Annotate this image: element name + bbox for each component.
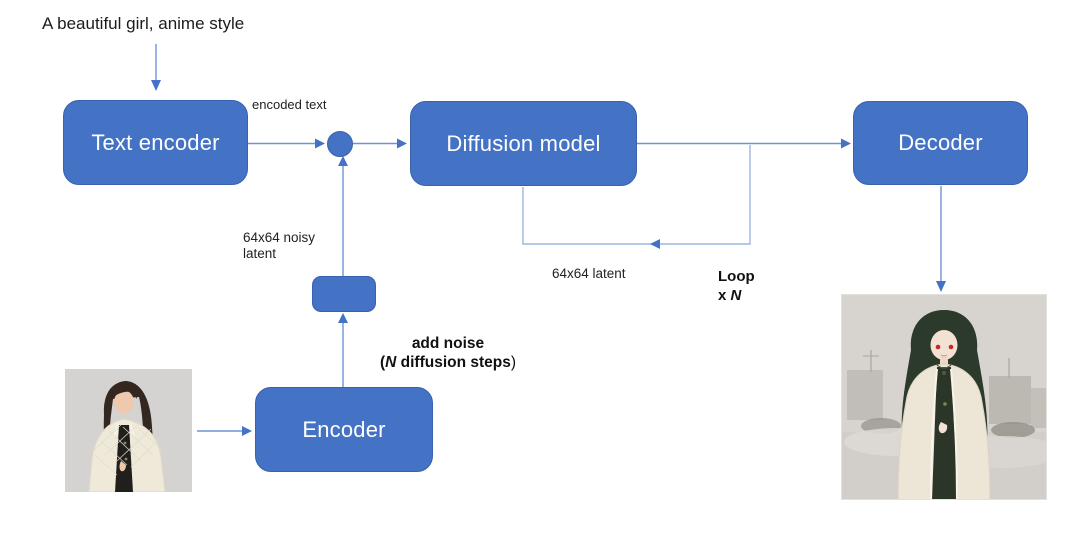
- add-noise-n: N: [385, 354, 397, 372]
- output-hand: [938, 422, 948, 434]
- diffusion-model-node: Diffusion model: [410, 101, 637, 186]
- add-noise-rest: diffusion steps: [396, 354, 511, 372]
- add-noise-open: (: [379, 354, 386, 372]
- diffusion-model-label: Diffusion model: [446, 130, 601, 156]
- output-mouth: [940, 354, 948, 357]
- input-photo: [65, 369, 192, 493]
- output-buildings: [847, 350, 1047, 428]
- latent-label: 64x64 latent: [552, 266, 626, 281]
- text-encoder-node: Text encoder: [63, 100, 248, 185]
- output-neck: [940, 357, 948, 366]
- noisy-latent-node: [312, 276, 376, 312]
- encoder-label: Encoder: [302, 416, 386, 442]
- arrowhead-right-diffusion: [397, 138, 407, 149]
- input-photo-illustration: [65, 369, 192, 493]
- output-frame: [841, 294, 1047, 500]
- noisy-latent-label: 64x64 noisy latent: [243, 230, 316, 262]
- text-encoder-label: Text encoder: [91, 129, 220, 155]
- photo-face: [114, 390, 134, 414]
- loop-label: Loop x N: [718, 268, 755, 306]
- loop-x: x: [718, 286, 731, 304]
- loop-connector-line: [522, 145, 751, 245]
- prompt-text: A beautiful girl, anime style: [42, 14, 245, 33]
- arrowhead-up-latentbox: [338, 313, 348, 323]
- photo-button-2: [124, 457, 128, 461]
- decoder-label: Decoder: [898, 130, 983, 155]
- add-noise-close: ): [510, 354, 517, 372]
- output-bangs: [929, 316, 959, 338]
- photo-bangs: [113, 384, 137, 399]
- arrowhead-right-encoder: [242, 426, 252, 436]
- output-lace: [930, 368, 958, 501]
- output-image: [841, 294, 1061, 501]
- photo-quilt-lines: [92, 424, 162, 476]
- loop-word: Loop: [718, 268, 755, 285]
- photo-hand: [119, 461, 126, 472]
- add-noise-label: add noise (N diffusion steps): [358, 334, 538, 373]
- loop-n: N: [730, 286, 742, 304]
- output-inner-top: [932, 367, 958, 500]
- output-eye-left: [935, 344, 941, 350]
- encoded-text-label: encoded text: [252, 97, 327, 112]
- encoder-node: Encoder: [255, 387, 433, 472]
- output-pendant: [942, 371, 946, 375]
- arrowhead-right-merge: [315, 138, 325, 149]
- output-image-illustration: [841, 294, 1061, 501]
- output-face: [930, 330, 958, 360]
- arrowhead-right-decoder: [841, 138, 851, 149]
- photo-button-1: [123, 441, 127, 445]
- arrowhead-left-loop: [650, 239, 660, 249]
- merge-circle-node: [327, 131, 353, 157]
- arrowhead-down-output: [936, 281, 946, 292]
- add-noise-line1: add noise: [411, 335, 485, 352]
- output-eye-right: [948, 344, 954, 350]
- decoder-node: Decoder: [853, 101, 1028, 185]
- output-necklace: [935, 363, 953, 369]
- arrowhead-up-merge: [338, 156, 348, 166]
- arrowhead-down-text-encoder: [151, 80, 161, 91]
- output-button: [943, 402, 947, 406]
